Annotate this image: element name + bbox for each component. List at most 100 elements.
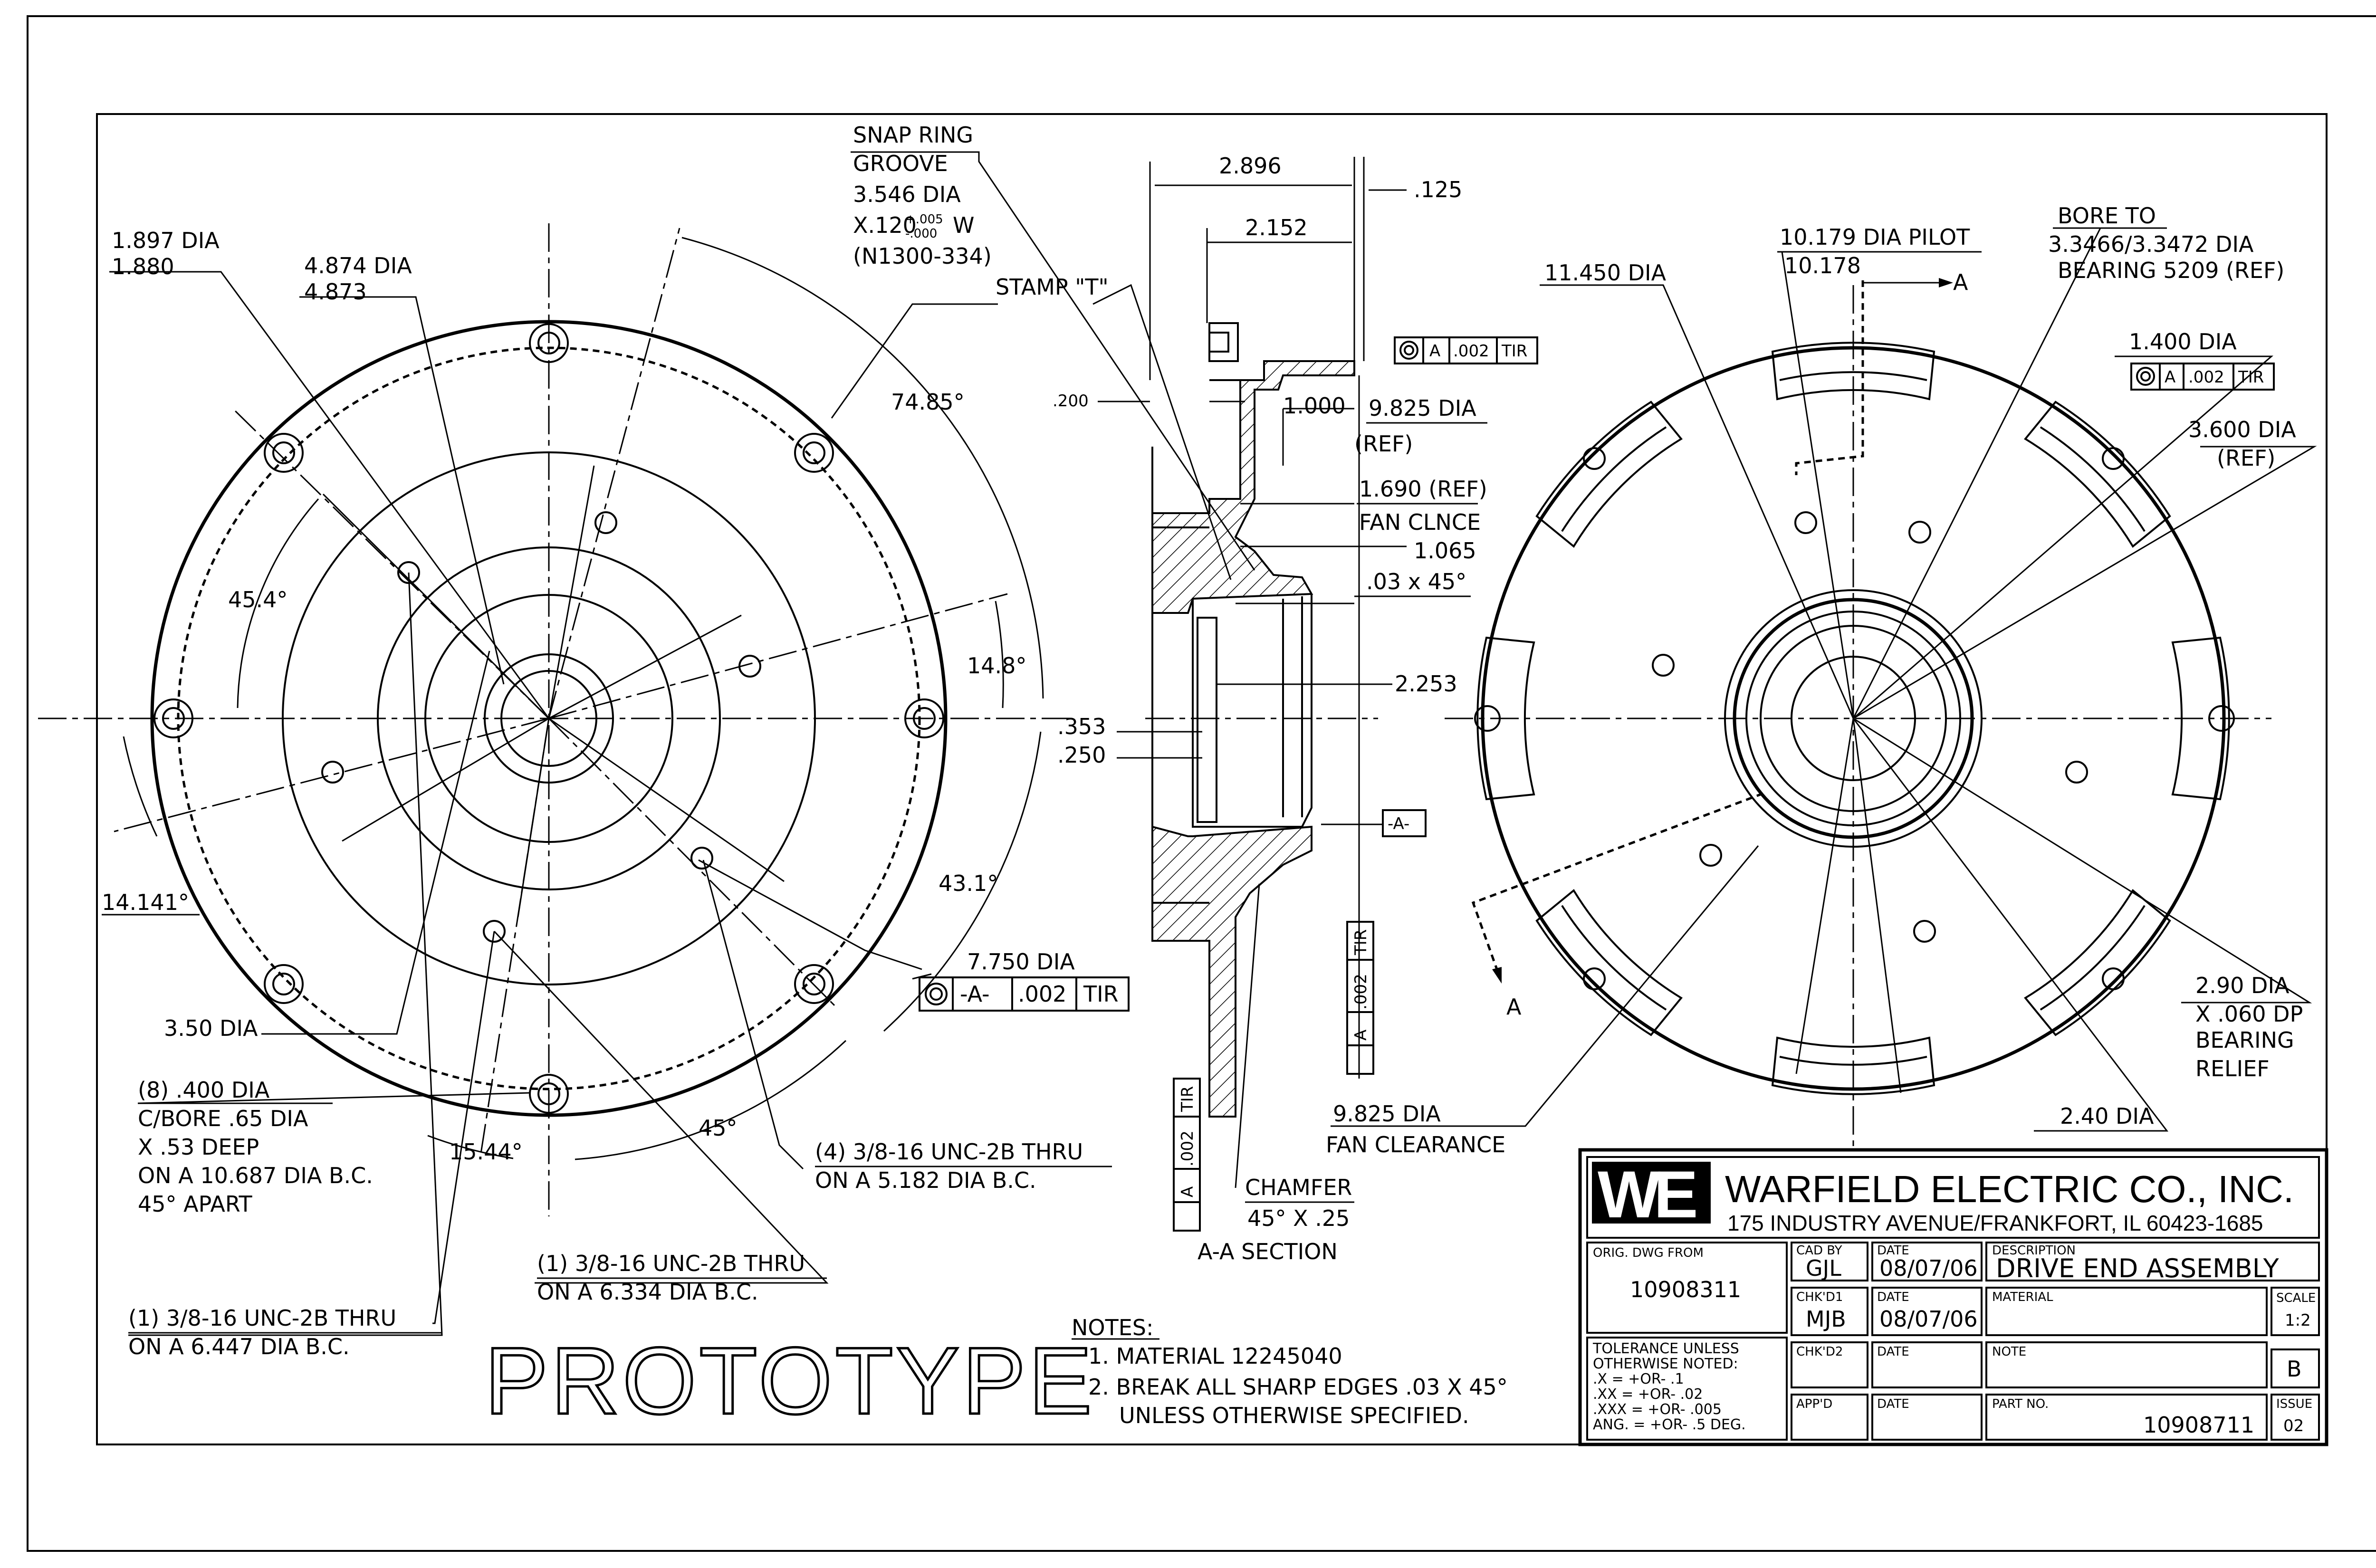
scale-value: 1:2 (2285, 1311, 2311, 1330)
tol-line-1: TOLERANCE UNLESS (1592, 1340, 1739, 1357)
dim-353: .353 (1057, 714, 1106, 739)
cbore-note-5: 45° APART (138, 1191, 253, 1217)
material-label: MATERIAL (1992, 1290, 2053, 1304)
chkd1-label: CHK'D1 (1796, 1290, 1843, 1304)
angle-14141: 14.141° (102, 889, 189, 915)
view-marker-bottom: A (1506, 994, 1522, 1020)
company-logo (1592, 1162, 1711, 1224)
dim-290-2: X .060 DP (2195, 1001, 2303, 1027)
date1-label: DATE (1877, 1243, 1909, 1258)
fcf-7750-tol: .002 (1018, 981, 1066, 1007)
appd-label: APP'D (1796, 1397, 1832, 1411)
fcf-section-top: A .002 TIR (1394, 336, 1538, 364)
date2-label: DATE (1877, 1290, 1909, 1304)
snap-ring-4a: X.120 (853, 212, 917, 238)
fcf-vert2-tol: .002 (1178, 1130, 1197, 1166)
dim-3600: 3.600 DIA (2188, 417, 2296, 442)
company-address: 175 INDUSTRY AVENUE/FRANKFORT, IL 60423-… (1727, 1211, 2263, 1235)
rear-view: 11.450 DIA 10.179 DIA PILOT 10.178 A BOR… (1326, 203, 2317, 1157)
thread1b-note-2: ON A 6.447 DIA B.C. (128, 1334, 350, 1359)
dim-1690: 1.690 (REF) (1359, 476, 1487, 502)
dim-4873: 4.873 (304, 279, 367, 305)
fcf-section-vert2: TIR .002 A (1173, 1078, 1201, 1232)
issue-value: 02 (2283, 1416, 2304, 1435)
snap-ring-4b: +.005 (905, 212, 943, 227)
angle-45: 45° (699, 1115, 738, 1141)
inner-border (96, 113, 2328, 1445)
title-block: WE WARFIELD ELECTRIC CO., INC. 175 INDUS… (1578, 1148, 2328, 1446)
chamfer-label-1: CHAMFER (1245, 1175, 1352, 1200)
snap-ring-4d: W (953, 212, 974, 238)
part-no-value: 10908711 (2143, 1412, 2254, 1438)
angle-431: 43.1° (939, 870, 998, 896)
rev-value: B (2287, 1356, 2302, 1382)
fan-clearance-2: FAN CLEARANCE (1326, 1132, 1505, 1157)
logo-text: WE (1598, 1157, 1696, 1232)
fcf-vert1-datum: A (1351, 1030, 1370, 1041)
tol-line-5: .XXX = +OR- .005 (1593, 1401, 1722, 1418)
description-label: DESCRIPTION (1992, 1243, 2076, 1258)
notes-title: NOTES: (1072, 1315, 1153, 1340)
scale-label: SCALE (2276, 1291, 2316, 1305)
bore-2: 3.3466/3.3472 DIA (2048, 231, 2254, 257)
snap-ring-3: 3.546 DIA (853, 182, 961, 207)
dim-1880: 1.880 (112, 254, 174, 279)
dim-9825: 9.825 DIA (1369, 395, 1476, 421)
snap-ring-5: (N1300-334) (853, 243, 992, 269)
chkd1-value: MJB (1806, 1306, 1846, 1332)
issue-label: ISSUE (2276, 1397, 2312, 1411)
dim-1897: 1.897 DIA (112, 228, 220, 253)
fcf-vert1-tol: .002 (1351, 974, 1370, 1010)
dim-200: .200 (1053, 392, 1089, 411)
fcf-section-vert1: TIR .002 A (1346, 921, 1374, 1075)
fan-clearance-1: 9.825 DIA (1333, 1101, 1441, 1127)
snap-ring-1: SNAP RING (853, 122, 973, 148)
thread4-note-2: ON A 5.182 DIA B.C. (815, 1167, 1036, 1193)
dim-11450: 11.450 DIA (1544, 260, 1667, 286)
thread1b-note-1: (1) 3/8-16 UNC-2B THRU (128, 1305, 396, 1331)
dim-2152: 2.152 (1245, 215, 1308, 240)
outer-border (27, 15, 2376, 1552)
dim-4874: 4.874 DIA (304, 253, 412, 278)
part-no-label: PART NO. (1992, 1397, 2049, 1411)
section-label: A-A SECTION (1198, 1239, 1338, 1264)
fcf-7750-mod: TIR (1083, 981, 1119, 1007)
bore-3: BEARING 5209 (REF) (2058, 258, 2284, 283)
fcf-7750: -A- .002 TIR (919, 976, 1130, 1012)
angle-148: 14.8° (967, 653, 1026, 679)
thread1a-note-1: (1) 3/8-16 UNC-2B THRU (537, 1251, 805, 1276)
bore-1: BORE TO (2058, 203, 2156, 229)
dim-290-1: 2.90 DIA (2195, 973, 2290, 998)
company-name: WARFIELD ELECTRIC CO., INC. (1725, 1168, 2294, 1210)
prototype-stamp: PROTOTYPE (485, 1328, 1095, 1434)
fcf-7750-datum: -A- (960, 981, 990, 1007)
dim-240: 2.40 DIA (2060, 1103, 2154, 1129)
chamfer-03: .03 x 45° (1366, 569, 1466, 594)
dim-2253: 2.253 (1395, 671, 1457, 697)
angle-454: 45.4° (228, 587, 287, 612)
dim-7750: 7.750 DIA (967, 949, 1075, 975)
view-marker-top: A (1953, 269, 1968, 295)
cbore-note-2: C/BORE .65 DIA (138, 1106, 308, 1131)
fcf-1400-datum: A (2165, 368, 2175, 387)
snap-ring-4c: -.000 (905, 227, 937, 241)
fcf-vert2-mod: TIR (1178, 1086, 1197, 1112)
stamp-t: STAMP "T" (996, 274, 1109, 300)
dim-1400: 1.400 DIA (2129, 329, 2237, 354)
chkd2-label: CHK'D2 (1796, 1345, 1843, 1359)
dim-290-4: RELIEF (2195, 1056, 2270, 1081)
date2-value: 08/07/06 (1879, 1306, 1978, 1332)
tol-line-6: ANG. = +OR- .5 DEG. (1593, 1416, 1746, 1433)
date3-label: DATE (1877, 1345, 1909, 1359)
pilot-2: 10.178 (1784, 253, 1861, 278)
angle-7485: 74.85° (891, 389, 965, 415)
cad-by-value: GJL (1806, 1255, 1841, 1281)
tol-line-2: OTHERWISE NOTED: (1593, 1356, 1738, 1372)
cbore-note-4: ON A 10.687 DIA B.C. (138, 1163, 373, 1188)
chamfer-label-2: 45° X .25 (1247, 1205, 1350, 1231)
dim-3600-ref: (REF) (2217, 445, 2275, 471)
orig-dwg-label: ORIG. DWG FROM (1593, 1246, 1704, 1260)
dim-290-3: BEARING (2195, 1027, 2294, 1053)
fan-clnce: FAN CLNCE (1359, 509, 1481, 535)
